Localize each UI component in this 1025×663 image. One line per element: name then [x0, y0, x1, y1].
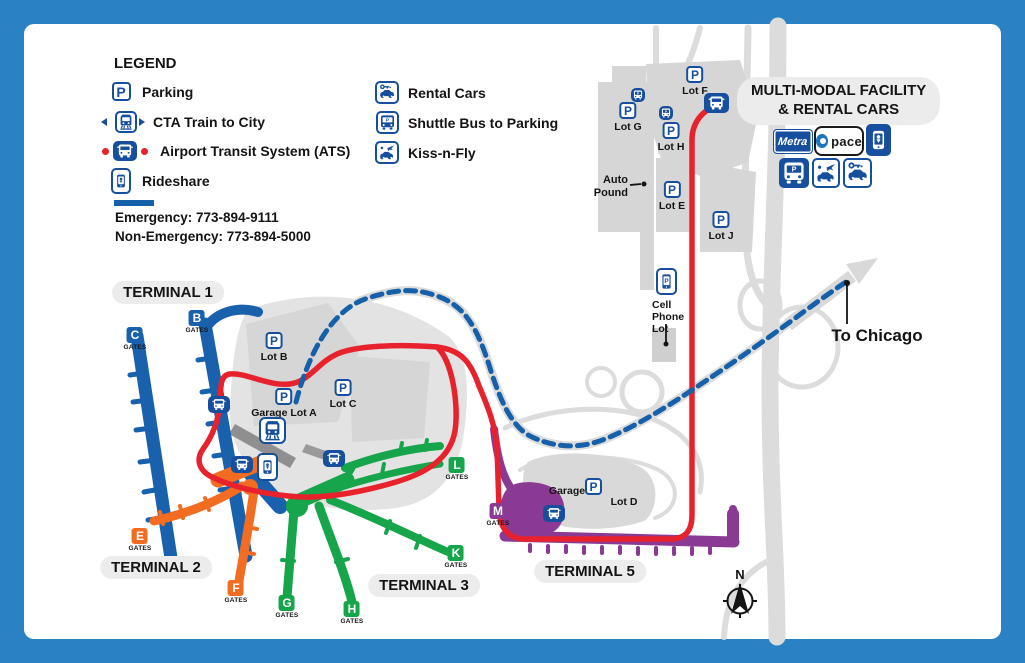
legend-item-parking: P Parking: [108, 82, 193, 101]
mmf-shuttle-bus-icon: P: [779, 158, 809, 188]
pace-logo: pace: [814, 126, 864, 156]
legend-label: Shuttle Bus to Parking: [408, 114, 559, 131]
auto-pound-label: Auto Pound: [593, 174, 628, 199]
multi-modal-facility-label: MULTI-MODAL FACILITY & RENTAL CARS: [737, 77, 941, 125]
parking-icon: P: [662, 122, 680, 139]
left-arrow-icon: [101, 118, 107, 126]
legend-divider: [114, 200, 154, 206]
legend-label: Rental Cars: [408, 84, 486, 101]
legend-item-rental-cars: Rental Cars: [374, 81, 486, 104]
lot-b-marker: P Lot B: [260, 332, 288, 363]
terminal5-label: TERMINAL 5: [534, 560, 646, 583]
ats-terminal3-station-icon: [323, 450, 345, 467]
svg-text:P: P: [664, 278, 669, 285]
terminal2-label: TERMINAL 2: [100, 556, 212, 579]
mmf-rental-cars-icon: [843, 158, 872, 188]
right-arrow-icon: [139, 118, 145, 126]
pace-circle-icon: [816, 134, 829, 148]
shuttle-lot-g-icon: P: [631, 88, 645, 102]
mmf-line2: & RENTAL CARS: [778, 100, 900, 118]
svg-text:P: P: [385, 118, 389, 124]
emergency-phone: Emergency: 773-894-9111: [115, 210, 279, 225]
ats-route: [196, 102, 719, 542]
t5-garage-label: Garage: [548, 485, 586, 497]
cta-route: [293, 277, 852, 449]
legend-item-ats: Airport Transit System (ATS): [102, 141, 350, 161]
parking-icon: P: [619, 102, 637, 119]
ats-line-dot: [102, 147, 109, 155]
parking-icon: P: [712, 211, 730, 228]
rideshare-terminal-icon: [257, 453, 278, 481]
legend-label: Kiss-n-Fly: [408, 144, 476, 161]
lot-c-marker: P Lot C: [329, 379, 357, 410]
lot-d-label: Lot D: [610, 496, 638, 508]
legend-title: LEGEND: [114, 55, 177, 72]
t5-garage-parking-icon: P: [585, 478, 602, 495]
legend-item-rideshare: Rideshare: [108, 168, 210, 194]
ats-terminal2-station-icon: [231, 456, 253, 473]
mmf-kiss-n-fly-icon: [812, 158, 840, 188]
cta-ohare-station-icon: [259, 417, 286, 444]
parking-icon: P: [265, 332, 283, 349]
parking-icon: P: [275, 388, 293, 405]
mmf-line1: MULTI-MODAL FACILITY: [751, 82, 927, 99]
parking-icon: P: [111, 82, 131, 101]
legend-item-shuttle-bus: P Shuttle Bus to Parking: [374, 111, 558, 134]
kiss-n-fly-icon: [375, 141, 399, 164]
svg-text:P: P: [792, 165, 797, 174]
legend-item-cta-train: CTA Train to City: [101, 111, 265, 133]
terminal3-label: TERMINAL 3: [368, 574, 480, 597]
ats-terminal1-station-icon: [208, 396, 230, 413]
to-chicago-label: To Chicago: [831, 326, 923, 345]
mmf-rideshare-icon: [866, 124, 891, 156]
compass-icon: [723, 583, 757, 618]
ats-terminal5-station-icon: [543, 505, 565, 522]
metra-logo: Metra: [773, 129, 813, 154]
legend-label: Airport Transit System (ATS): [160, 143, 351, 159]
lot-j-marker: P Lot J: [708, 211, 734, 242]
ats-multi-modal-station-icon: [704, 93, 729, 113]
lot-e-marker: P Lot E: [658, 181, 686, 212]
lot-f-marker: P Lot F: [682, 66, 708, 97]
legend-label: CTA Train to City: [153, 114, 265, 130]
terminal1-label: TERMINAL 1: [112, 281, 224, 304]
svg-text:P: P: [665, 109, 667, 113]
ats-line-dot: [141, 147, 148, 155]
parking-icon: P: [686, 66, 704, 83]
legend-item-kiss-n-fly: Kiss-n-Fly: [374, 141, 476, 164]
pointer-lines: [629, 181, 850, 347]
parking-icon: P: [334, 379, 352, 396]
shuttle-lot-h-icon: P: [659, 106, 673, 120]
legend-label: Rideshare: [142, 173, 210, 189]
shuttle-bus-icon: P: [375, 111, 399, 134]
svg-text:P: P: [637, 91, 639, 95]
compass-north-label: N: [735, 567, 745, 582]
lot-g-marker: P Lot G: [614, 102, 642, 133]
cta-train-icon: [115, 111, 137, 133]
rental-cars-icon: [375, 81, 399, 104]
cell-phone-lot-icon: P: [656, 268, 677, 295]
non-emergency-phone: Non-Emergency: 773-894-5000: [115, 229, 311, 244]
ats-bus-icon: [113, 141, 137, 161]
parking-icon: P: [663, 181, 681, 198]
lot-h-marker: P Lot H: [657, 122, 685, 153]
legend-label: Parking: [142, 83, 194, 100]
garage-lot-a-marker: P Garage Lot A: [251, 388, 317, 419]
cell-phone-lot-label: Cell Phone Lot: [652, 299, 685, 336]
rideshare-icon: [111, 168, 131, 194]
